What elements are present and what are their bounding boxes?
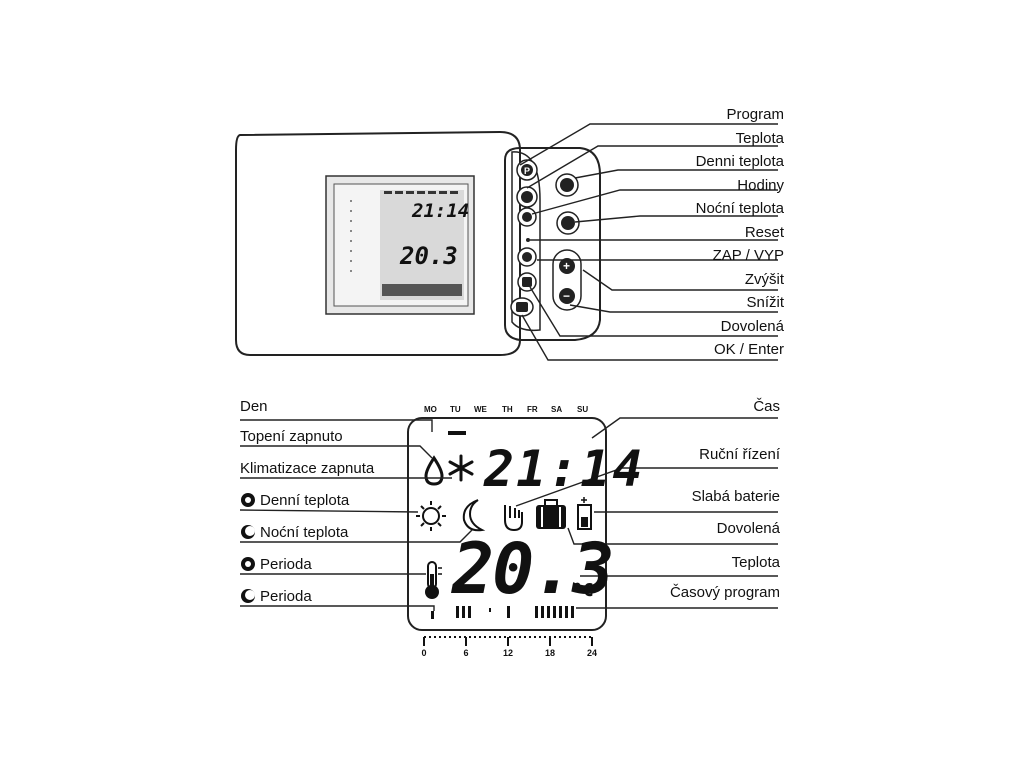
sun-icon (416, 501, 446, 531)
label-dovolena: Dovolená (720, 318, 784, 335)
label-cas: Čas (753, 398, 780, 415)
label-zvysit: Zvýšit (744, 271, 784, 288)
timeline-tick-18: 18 (544, 648, 556, 658)
svg-text:+: + (563, 259, 570, 273)
day-th: TH (502, 405, 513, 414)
svg-text:−: − (563, 289, 570, 303)
day-su: SU (577, 405, 589, 414)
label-denni-teplota: Denni teplota (695, 153, 784, 170)
timeline-tick-12: 12 (502, 648, 514, 658)
lcd-unit: °C (572, 580, 594, 601)
device-lcd-time: 21:14 (412, 200, 470, 222)
day-we: WE (474, 405, 487, 414)
label-den: Den (240, 398, 268, 415)
device-lcd (380, 190, 464, 300)
sun-badge-icon (241, 493, 255, 507)
label-perioda-den: Perioda (240, 556, 312, 574)
moon-badge-icon (241, 525, 255, 539)
lcd-temperature: 20.3 (452, 528, 615, 610)
label-zap-vyp: ZAP / VYP (712, 247, 784, 264)
moon-badge-icon (241, 589, 255, 603)
button-panel (504, 147, 601, 341)
label-nocni-teplota: Noćní teplota (695, 200, 784, 217)
device-lcd-temp: 20.3 (400, 242, 458, 270)
day-tu: TU (450, 405, 461, 414)
day-sa: SA (551, 405, 563, 414)
lcd-time: 21:14 (484, 440, 645, 498)
label-denni-teplota-legend: Denní teplota (240, 492, 349, 510)
timeline-tick-0: 0 (421, 648, 427, 658)
hand-icon (504, 505, 523, 532)
label-rucni-rizeni: Ruční řízení (699, 446, 780, 463)
svg-text:P: P (524, 166, 530, 176)
timeline-tick-24: 24 (586, 648, 598, 658)
label-slaba-baterie: Slabá baterie (691, 488, 780, 505)
thermometer-icon (425, 561, 442, 599)
label-perioda-noc: Perioda (240, 588, 312, 606)
program-bars (431, 606, 574, 619)
day-mo: MO (424, 405, 437, 414)
label-hodiny: Hodiny (737, 177, 784, 194)
day-fr: FR (527, 405, 538, 414)
label-topeni-zapnuto: Topení zapnuto (240, 428, 343, 445)
flame-icon (424, 455, 444, 486)
label-klimatizace-zapnuta: Klimatizace zapnuta (240, 460, 375, 477)
label-program: Program (726, 106, 784, 123)
snowflake-icon (448, 454, 474, 482)
label-teplota: Teplota (735, 130, 784, 147)
sun-badge-icon (241, 557, 255, 571)
label-ok-enter: OK / Enter (713, 341, 784, 358)
timeline-tick-6: 6 (463, 648, 469, 658)
label-casovy-program: Časový program (669, 584, 780, 601)
battery-icon (577, 497, 592, 530)
label-reset: Reset (744, 224, 784, 241)
label-dovolena-legend: Dovolená (716, 520, 780, 537)
moon-icon (462, 499, 486, 532)
label-nocni-teplota-legend: Noćní teplota (240, 524, 348, 542)
label-snizit: Snížit (746, 294, 784, 311)
device-body (235, 130, 521, 356)
suitcase-icon (536, 499, 566, 529)
lcd-frame (407, 417, 607, 631)
label-teplota-legend: Teplota (731, 554, 780, 571)
